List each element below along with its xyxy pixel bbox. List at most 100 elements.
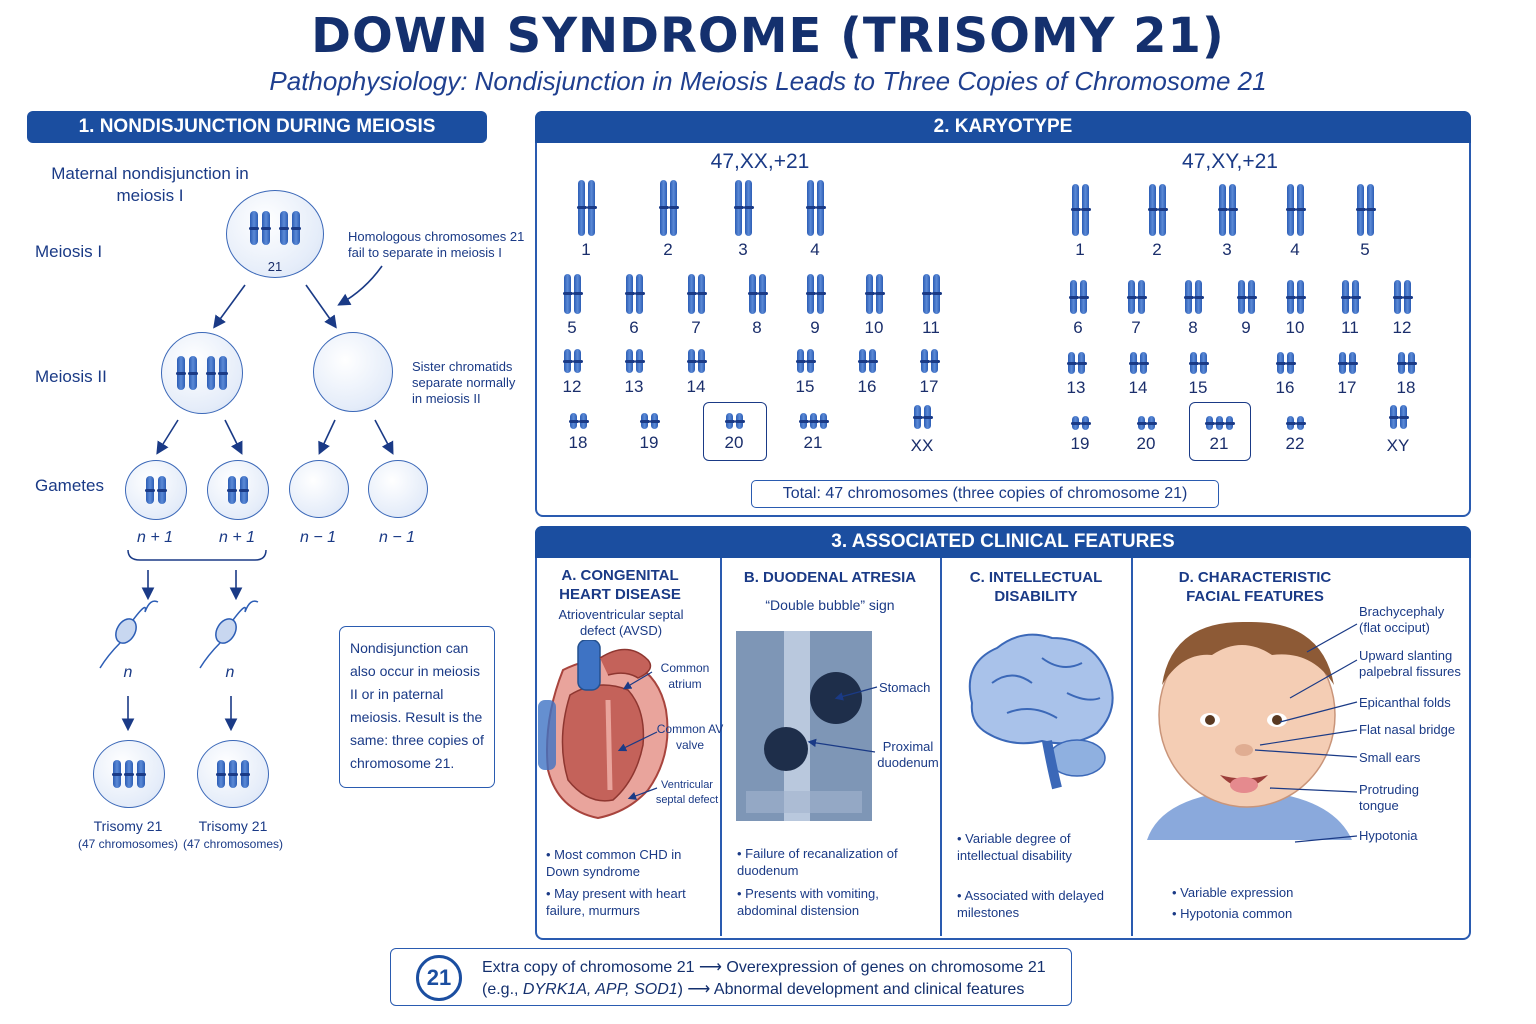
section2-title: 2. KARYOTYPE xyxy=(535,111,1471,143)
chromosome-icon xyxy=(624,274,635,314)
gamete-cell-1 xyxy=(125,460,187,520)
karyotype-male-chr-19 xyxy=(1070,416,1091,430)
karyotype-male-num-10: 10 xyxy=(1285,318,1305,337)
facial-label-palpebral: Upward slanting palpebral fissures xyxy=(1359,648,1461,679)
intellectual-title-1: C. INTELLECTUAL xyxy=(969,569,1103,586)
chromosome-icon xyxy=(921,274,932,314)
karyotype-male-trisomy-box xyxy=(1189,402,1251,461)
brain-icon xyxy=(968,633,1114,790)
duodenal-bullet-2: • Presents with vomiting, abdominal dist… xyxy=(737,886,879,918)
karyotype-male-num-6: 6 xyxy=(1073,318,1083,337)
cell-label-21: 21 xyxy=(267,259,283,274)
chromosome-icon xyxy=(733,180,744,236)
karyotype-male-chr-13 xyxy=(1066,352,1087,374)
chromosome-icon xyxy=(249,211,259,245)
chromosome-icon xyxy=(734,413,745,429)
chromosome-icon xyxy=(1214,416,1225,430)
karyotype-female-num-15: 15 xyxy=(795,377,815,396)
karyotype-total: Total: 47 chromosomes (three copies of c… xyxy=(751,480,1219,508)
clinical-pointer-lines xyxy=(617,623,1358,843)
chromosome-icon xyxy=(1198,352,1209,374)
karyotype-panel xyxy=(535,111,1471,517)
karyotype-male-sex-label: XY xyxy=(1386,436,1410,455)
karyotype-female-chr-1 xyxy=(576,180,597,236)
heart-label-valve: Common AV valve xyxy=(656,722,724,752)
chromosome-icon xyxy=(1340,280,1351,314)
karyotype-male-chr-5 xyxy=(1355,184,1376,236)
karyotype-female-num-18: 18 xyxy=(568,433,588,452)
badge-21: 21 xyxy=(416,955,462,1001)
chromosome-icon xyxy=(586,180,597,236)
chromosome-icon xyxy=(1365,184,1376,236)
karyotype-female-num-10: 10 xyxy=(864,318,884,337)
note-box: Nondisjunction can also occur in meiosis… xyxy=(339,626,495,788)
karyotype-female-chr-17 xyxy=(919,349,940,373)
karyotype-male-num-2: 2 xyxy=(1152,240,1162,259)
karyotype-male-chr-18 xyxy=(1396,352,1417,374)
karyotype-female-chr-11 xyxy=(921,274,942,314)
karyotype-female-num-11: 11 xyxy=(922,318,940,337)
chromosome-icon xyxy=(857,349,868,373)
chromosome-icon xyxy=(1224,416,1235,430)
chromosome-icon xyxy=(261,211,271,245)
result-title-2: Trisomy 21 xyxy=(198,818,268,834)
karyotype-female-chr-7 xyxy=(686,274,707,314)
heart-illustration xyxy=(538,640,669,820)
karyotype-male-chr-15 xyxy=(1188,352,1209,374)
gamete-cell-4 xyxy=(368,460,428,518)
chromosome-icon xyxy=(1295,184,1306,236)
chromosome-icon xyxy=(1337,352,1348,374)
chromosome-icon xyxy=(1217,184,1228,236)
karyotype-female-chr-15 xyxy=(795,349,816,373)
karyotype-female-chr-14 xyxy=(686,349,707,373)
chromosome-icon xyxy=(1188,352,1199,374)
karyotype-male-num-22: 22 xyxy=(1285,434,1305,453)
chromosome-icon xyxy=(1193,280,1204,314)
sperm-label-2: n xyxy=(225,664,235,681)
karyotype-male-chr-14 xyxy=(1128,352,1149,374)
chromosome-icon xyxy=(1070,416,1081,430)
karyotype-male-num-21: 21 xyxy=(1209,434,1229,453)
chromosome-icon xyxy=(1138,352,1149,374)
karyotype-female-chr-21 xyxy=(798,413,829,429)
chromosome-icon xyxy=(1285,280,1296,314)
chromosome-icon xyxy=(805,180,816,236)
maternal-label: Maternal nondisjunction in meiosis I xyxy=(51,164,249,205)
karyotype-male-chr-7 xyxy=(1126,280,1147,314)
karyotype-female-num-13: 13 xyxy=(624,377,644,396)
chromosome-icon xyxy=(1183,280,1194,314)
chromosome-icon xyxy=(634,274,645,314)
chromosome-icon xyxy=(1285,184,1296,236)
karyotype-female-num-9: 9 xyxy=(810,318,820,337)
chromosome-icon xyxy=(815,180,826,236)
trisomy-cell-1 xyxy=(93,740,165,808)
karyotype-female-chr-10 xyxy=(864,274,885,314)
chromosome-icon xyxy=(818,413,829,429)
karyotype-female-chr-5 xyxy=(562,274,583,314)
chromosome-icon xyxy=(1136,280,1147,314)
intellectual-title-2: DISABILITY xyxy=(994,588,1078,605)
chromosome-icon xyxy=(649,413,660,429)
meiosis1-label: Meiosis I xyxy=(35,242,103,261)
karyotype-female-chr-6 xyxy=(624,274,645,314)
chromosome-icon xyxy=(1227,184,1238,236)
child-face-illustration xyxy=(1147,621,1352,840)
divider xyxy=(720,558,722,936)
chromosome-icon xyxy=(658,180,669,236)
chromosome-icon xyxy=(922,405,933,429)
karyotype-female-trisomy-box xyxy=(703,402,767,461)
karyotype-female-label: 47,XX,+21 xyxy=(710,150,810,173)
chromosome-icon xyxy=(912,405,923,429)
sperm-icon xyxy=(99,600,159,669)
chromosome-icon xyxy=(572,274,583,314)
chromosome-icon xyxy=(578,413,589,429)
chromosome-icon xyxy=(1157,184,1168,236)
chromosome-icon xyxy=(1398,405,1409,429)
chromosome-icon xyxy=(1285,352,1296,374)
karyotype-male-num-12: 12 xyxy=(1392,318,1412,337)
karyotype-female-num-7: 7 xyxy=(691,318,701,337)
section3-title: 3. ASSOCIATED CLINICAL FEATURES xyxy=(535,526,1471,558)
chromosome-icon xyxy=(562,349,573,373)
karyotype-female-chr-18 xyxy=(568,413,589,429)
homologous-note: Homologous chromosomes 21 fail to separa… xyxy=(348,229,525,260)
